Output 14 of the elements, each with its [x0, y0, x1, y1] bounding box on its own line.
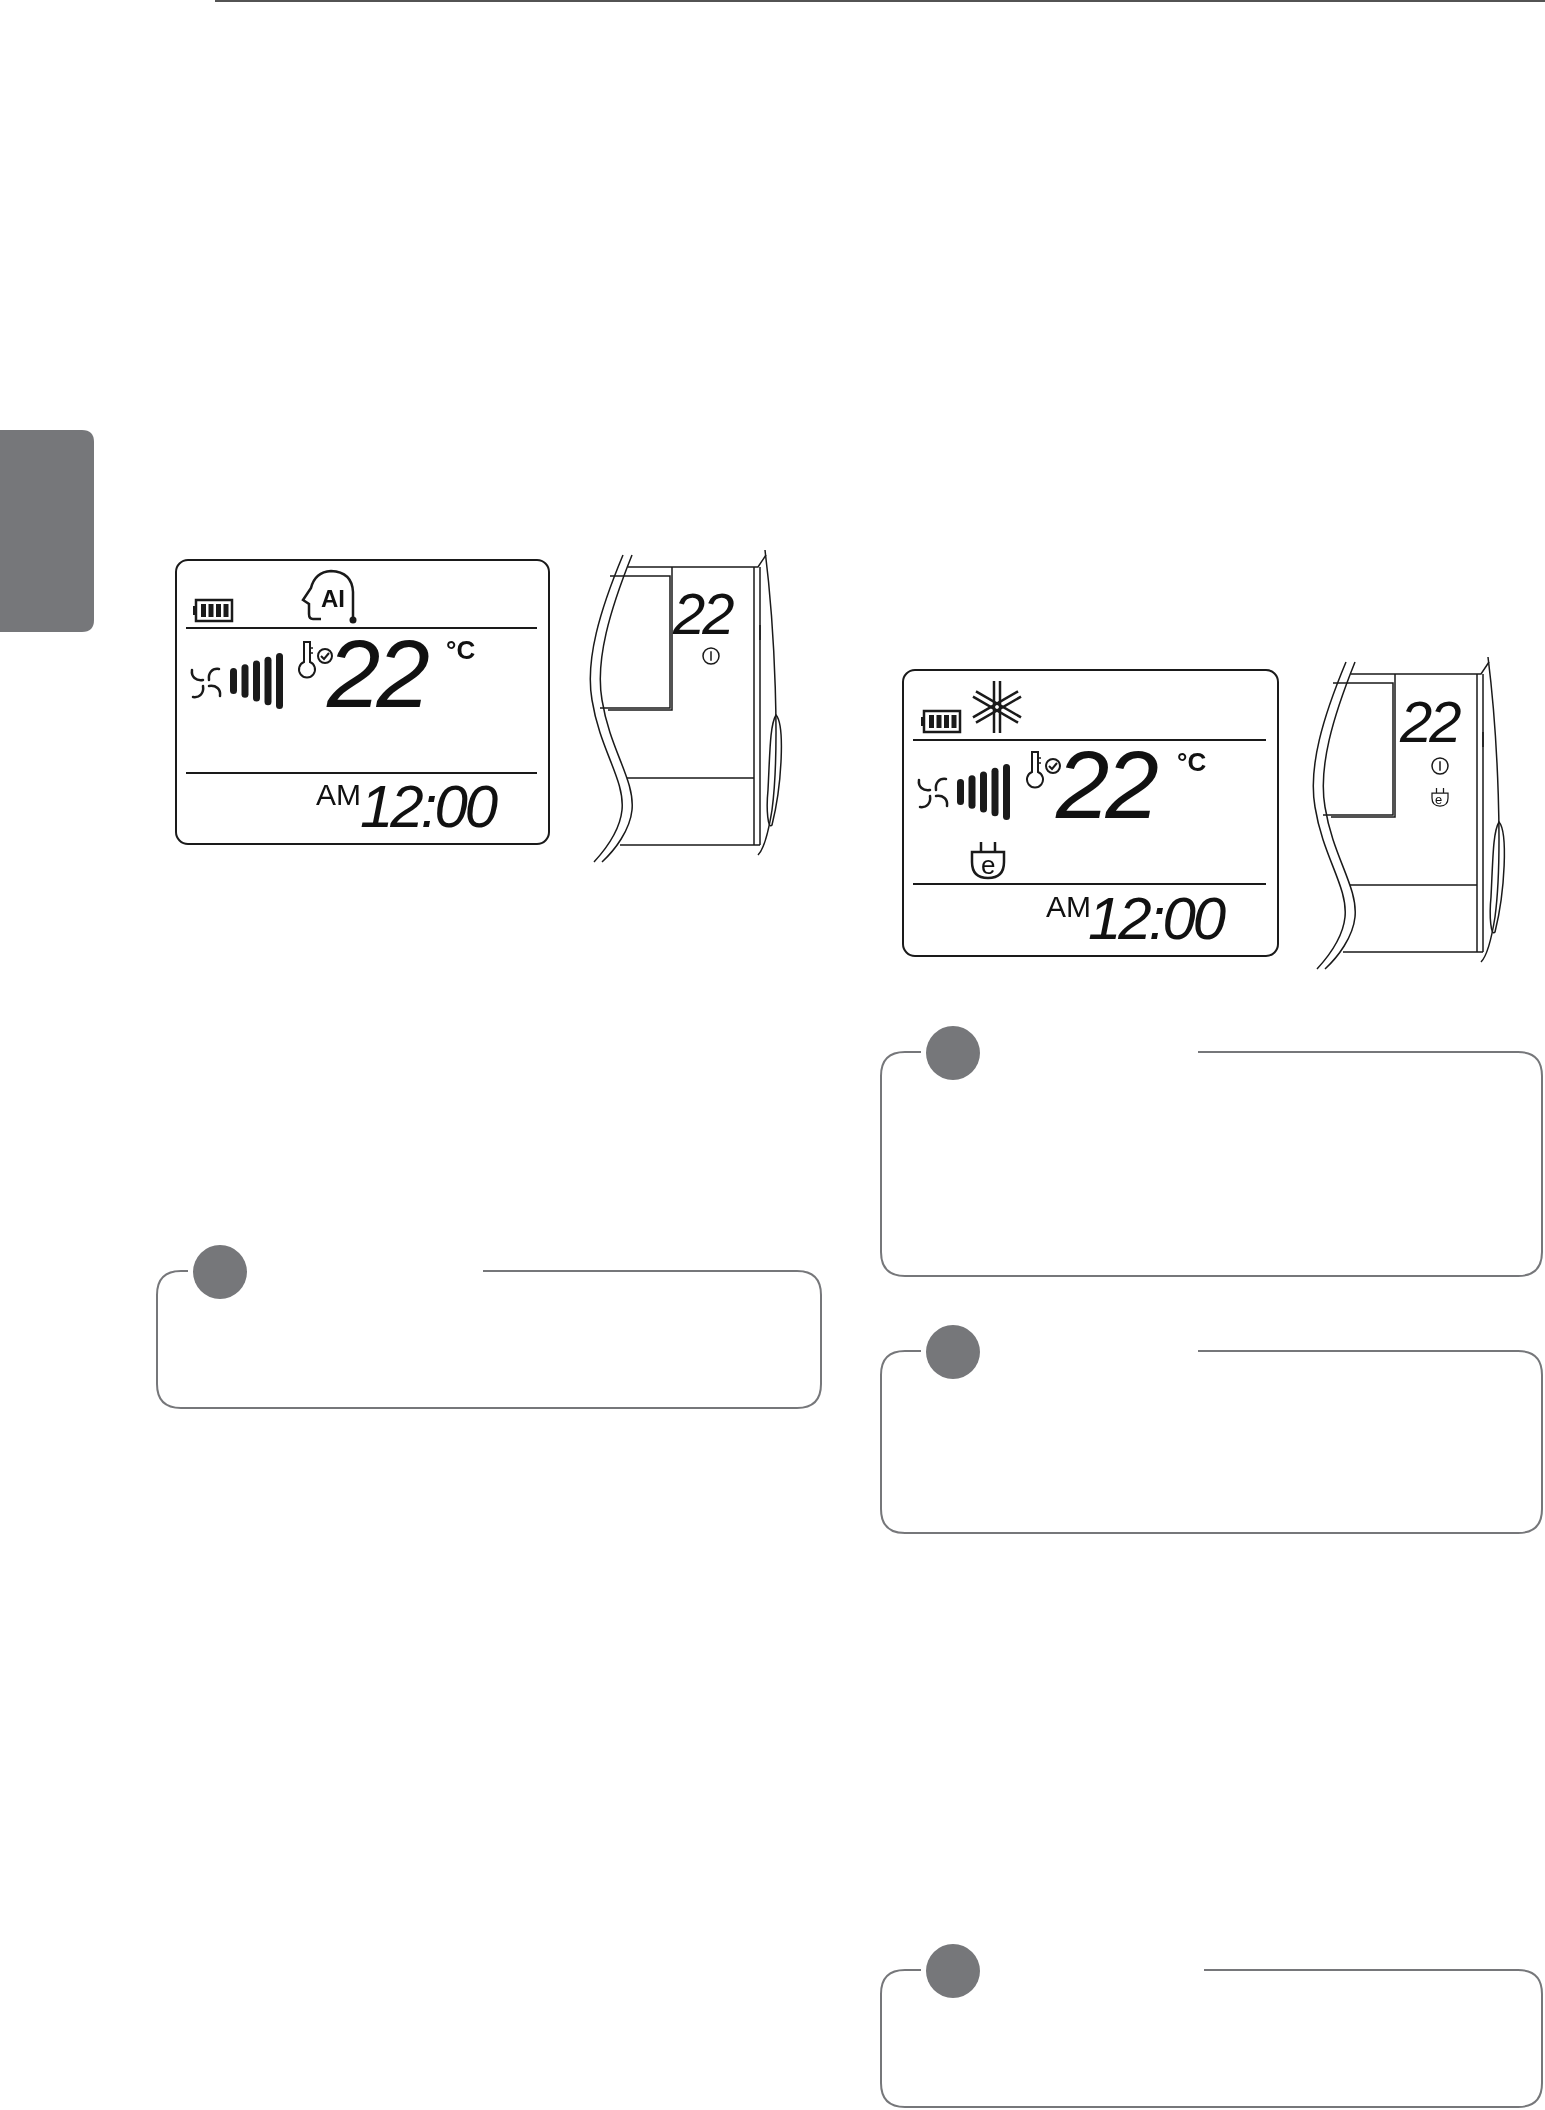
temperature-reading: 22 — [673, 585, 732, 643]
am-label: AM — [316, 780, 361, 810]
temperature-reading: 22 — [327, 626, 426, 722]
plug-letter: e — [981, 852, 996, 878]
side-tab — [0, 430, 94, 632]
time-reading: 12:00 — [360, 777, 496, 837]
time-reading: 12:00 — [1088, 889, 1224, 949]
temperature-reading: 22 — [1400, 693, 1459, 751]
unit-label: °C — [1177, 749, 1207, 775]
temperature-reading: 22 — [1056, 737, 1155, 833]
mode-label: AI — [321, 587, 345, 611]
unit-label: °C — [446, 637, 476, 663]
plug-letter: e — [1435, 793, 1443, 806]
am-label: AM — [1046, 892, 1091, 922]
